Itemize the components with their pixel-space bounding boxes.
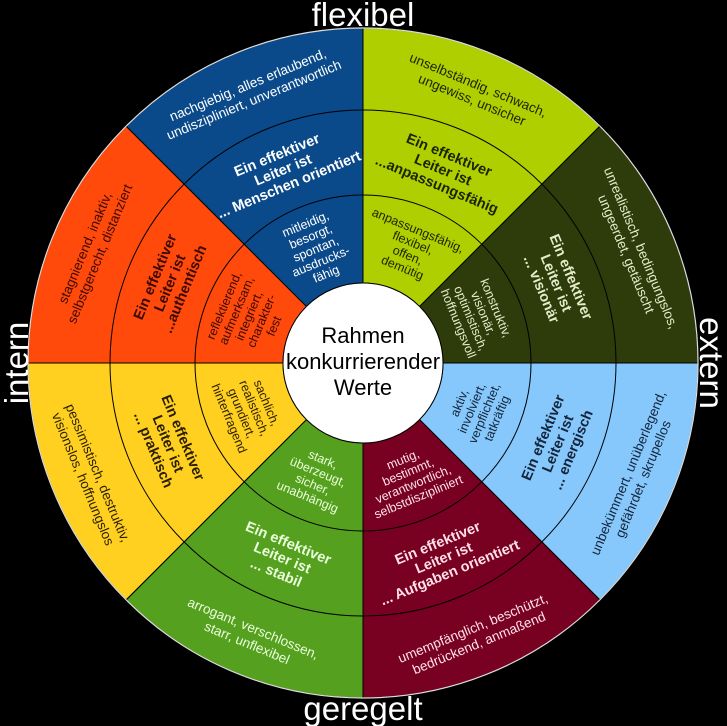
axis-label-bottom: geregelt	[303, 690, 422, 726]
ring-divider-1	[194, 194, 532, 532]
inner-traits-energisch: aktiv,involviert,verpflichtet,tatkräftig	[448, 381, 513, 445]
axis-label-right: extern	[693, 317, 727, 409]
center-circle	[282, 282, 444, 444]
center-line-2: konkurrierender	[286, 349, 440, 374]
inner-traits-praktisch: sachlich,realistisch,grundiert,hinterfra…	[208, 378, 282, 455]
ring-dividers	[27, 27, 699, 699]
axis-label-left: intern	[0, 322, 35, 405]
outer-border	[27, 27, 699, 699]
center-line-1: Rahmen	[321, 323, 404, 348]
sectors	[27, 27, 699, 699]
axis-label-top: flexibel	[312, 0, 415, 33]
center-line-3: Werte	[334, 375, 392, 400]
ring-divider-2	[109, 109, 617, 617]
